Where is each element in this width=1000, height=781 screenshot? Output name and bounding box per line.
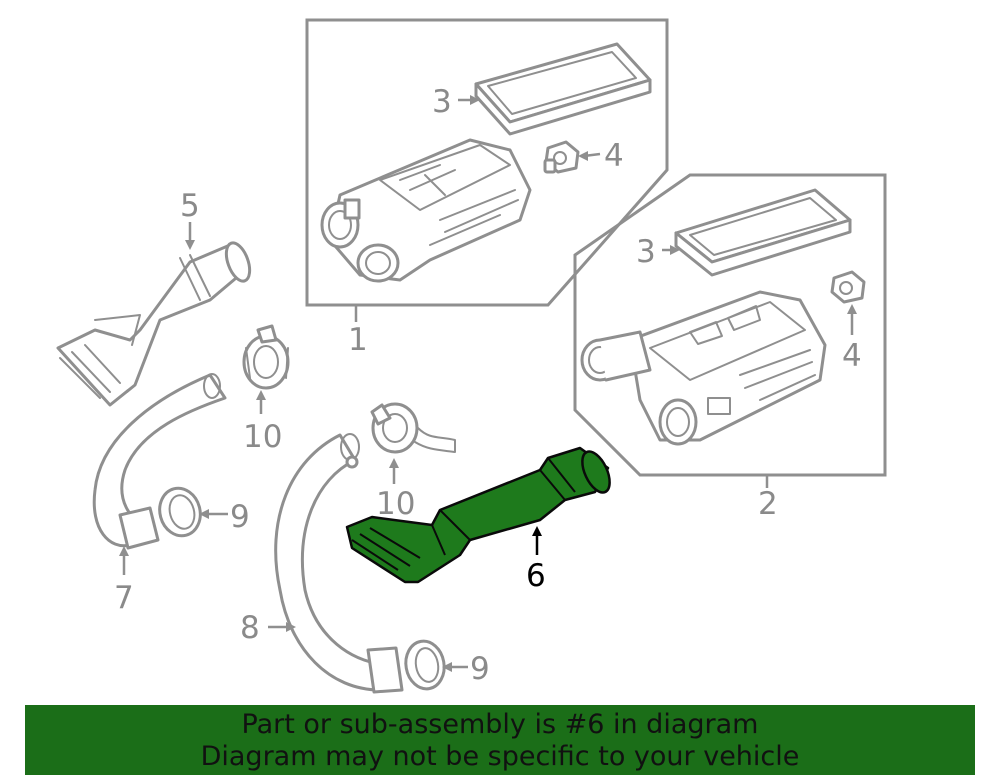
intake-hose-8[interactable] bbox=[274, 433, 404, 694]
intake-hose-7[interactable] bbox=[92, 373, 227, 550]
hose-clamp-10-left[interactable] bbox=[242, 324, 290, 390]
air-cleaner-housing-upper[interactable] bbox=[320, 138, 532, 283]
air-intake-duct-6[interactable] bbox=[345, 446, 615, 584]
notice-banner: Part or sub-assembly is #6 in diagram Di… bbox=[25, 705, 975, 775]
callout-9-lower: 9 bbox=[470, 651, 490, 687]
callout-7: 7 bbox=[114, 580, 134, 616]
air-filter-element-upper[interactable] bbox=[474, 42, 652, 136]
assembly-box-1 bbox=[305, 18, 669, 307]
air-cleaner-housing-v8[interactable] bbox=[580, 290, 827, 446]
hose-clamp-9-upper[interactable] bbox=[154, 484, 205, 541]
hose-clamp-9-lower[interactable] bbox=[402, 638, 448, 692]
mass-airflow-sensor-lower[interactable] bbox=[830, 270, 866, 304]
banner-line-2: Diagram may not be specific to your vehi… bbox=[200, 741, 800, 772]
mass-airflow-sensor-upper[interactable] bbox=[543, 140, 580, 174]
callout-3-lower: 3 bbox=[636, 234, 656, 270]
leader-lines bbox=[119, 95, 857, 672]
callout-4-lower: 4 bbox=[842, 338, 862, 374]
callout-8: 8 bbox=[240, 610, 260, 646]
banner-line-1: Part or sub-assembly is #6 in diagram bbox=[241, 709, 759, 740]
callout-5: 5 bbox=[180, 188, 200, 224]
callout-3-upper: 3 bbox=[432, 84, 452, 120]
callout-6: 6 bbox=[526, 558, 546, 594]
callout-2: 2 bbox=[758, 486, 778, 522]
callout-10-right: 10 bbox=[376, 486, 415, 522]
air-filter-element-lower[interactable] bbox=[674, 188, 852, 277]
hose-clamp-10-right[interactable] bbox=[370, 402, 456, 454]
air-duct-5[interactable] bbox=[56, 240, 254, 407]
callout-9-upper: 9 bbox=[230, 499, 250, 535]
callout-10-left: 10 bbox=[243, 419, 282, 455]
callout-1: 1 bbox=[348, 322, 368, 358]
callout-4-upper: 4 bbox=[604, 138, 624, 174]
assembly-box-2 bbox=[573, 173, 887, 477]
